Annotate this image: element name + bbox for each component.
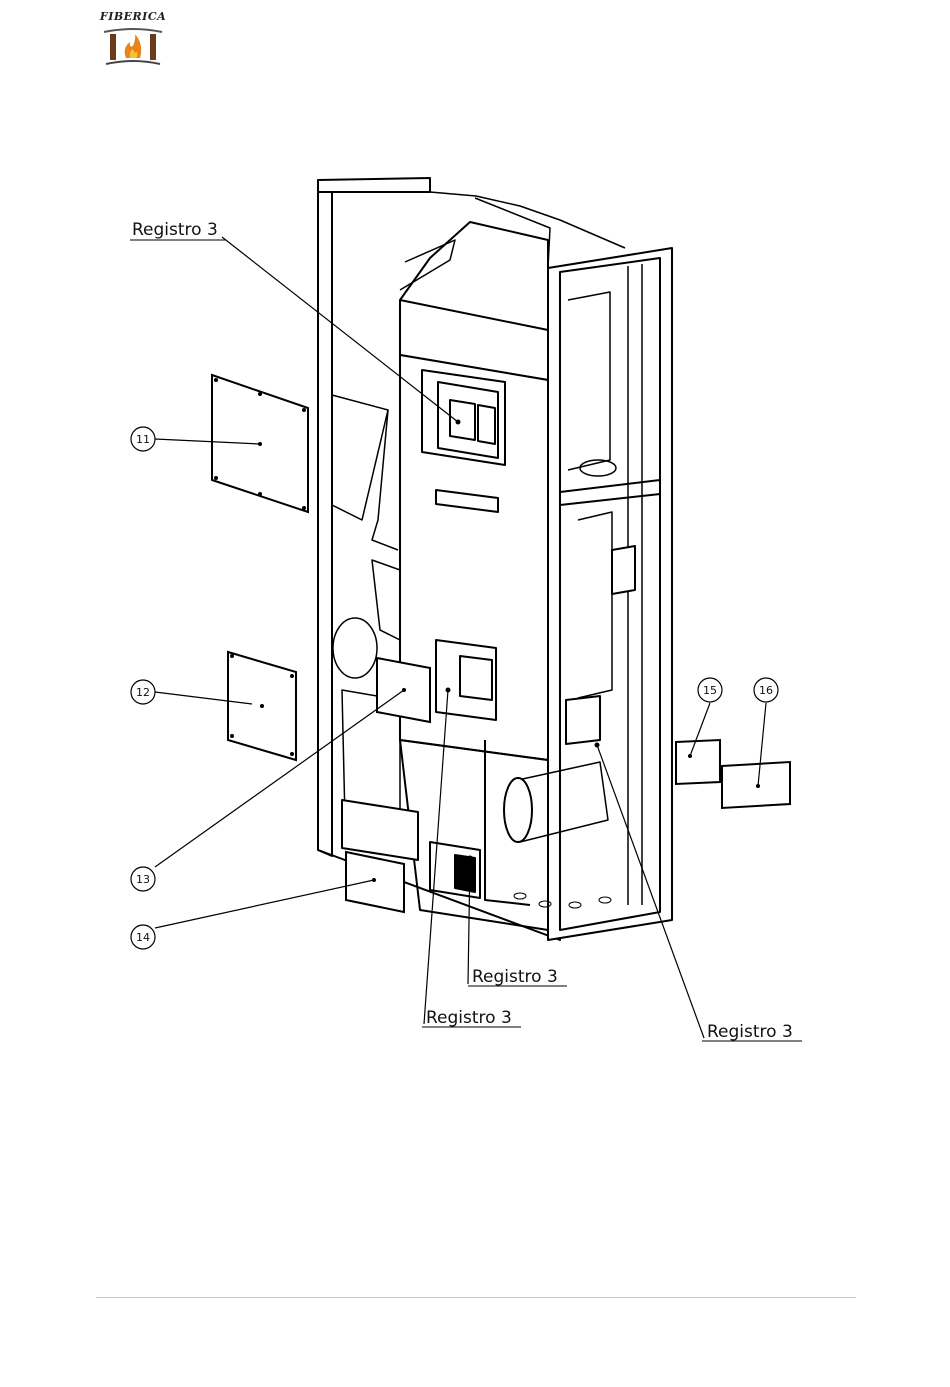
panel-14 — [346, 852, 404, 912]
panel-15 — [676, 740, 720, 784]
balloon-13: 13 — [136, 873, 150, 886]
balloon-11: 11 — [136, 433, 150, 446]
registro-label-top: Registro 3 — [132, 220, 218, 240]
registro-label-low: Registro 3 — [426, 1008, 512, 1028]
balloon-12: 12 — [136, 686, 150, 699]
footer-divider — [96, 1297, 856, 1298]
balloon-14: 14 — [136, 931, 150, 944]
registro-label-mid: Registro 3 — [472, 967, 558, 987]
registro-label-right: Registro 3 — [707, 1022, 793, 1042]
balloon-16: 16 — [759, 684, 773, 697]
balloon-15: 15 — [703, 684, 717, 697]
panel-16 — [722, 762, 790, 808]
